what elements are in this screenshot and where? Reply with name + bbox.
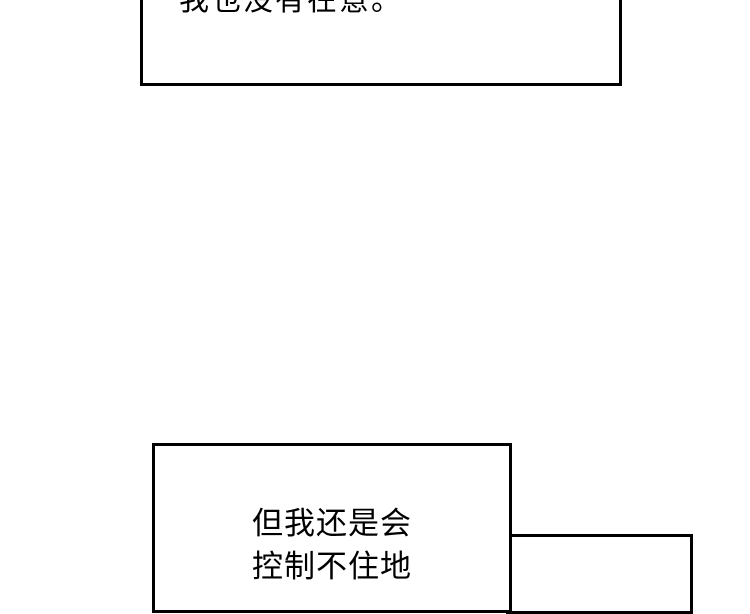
- comic-page: { "panels": { "top": { "partial_text": "…: [140, 0, 693, 614]
- speech-box-back: [506, 534, 693, 614]
- speech-box-bottom: 但我还是会 控制不住地: [152, 443, 512, 613]
- caption-line-2: 控制不住地: [252, 549, 412, 585]
- caption-line-1: 但我还是会: [252, 506, 412, 542]
- speech-box-top: 我也没有在意。: [140, 0, 622, 86]
- speech-box-top-text: 我也没有在意。: [179, 0, 403, 18]
